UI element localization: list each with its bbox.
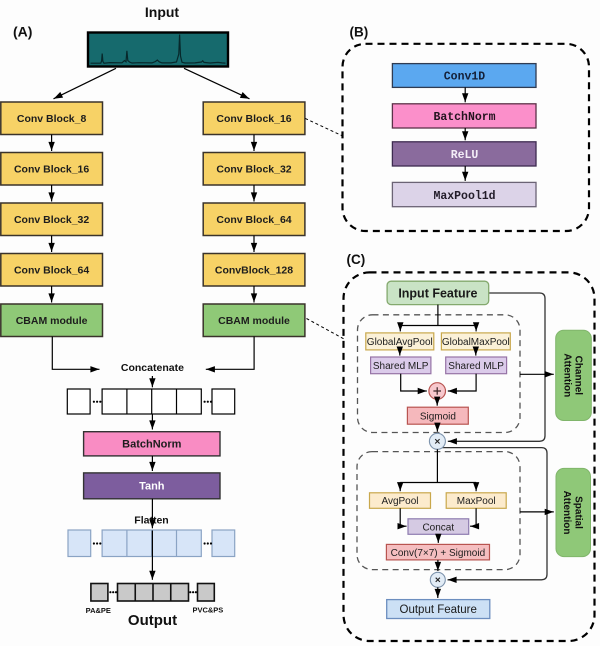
- svg-text:CBAM module: CBAM module: [218, 315, 290, 327]
- svg-text:Concat: Concat: [422, 522, 454, 533]
- svg-text:GlobalMaxPool: GlobalMaxPool: [442, 337, 510, 348]
- svg-text:Conv Block_32: Conv Block_32: [14, 214, 89, 226]
- svg-text:(B): (B): [350, 24, 369, 39]
- svg-text:(A): (A): [13, 24, 32, 40]
- svg-text:BatchNorm: BatchNorm: [433, 111, 495, 124]
- svg-text:PVC&PS: PVC&PS: [192, 606, 223, 615]
- svg-text:Output: Output: [128, 612, 177, 629]
- svg-text:Sigmoid: Sigmoid: [420, 412, 456, 423]
- svg-text:Conv Block_64: Conv Block_64: [216, 214, 291, 226]
- svg-text:ChannelAttention: ChannelAttention: [562, 353, 584, 397]
- svg-text:Conv Block_16: Conv Block_16: [216, 113, 291, 125]
- svg-text:ConvBlock_128: ConvBlock_128: [215, 265, 293, 277]
- svg-text:CBAM module: CBAM module: [16, 315, 88, 327]
- svg-text:MaxPool1d: MaxPool1d: [433, 190, 495, 203]
- svg-text:Input Feature: Input Feature: [398, 286, 477, 300]
- svg-text:Conv Block_64: Conv Block_64: [14, 265, 89, 277]
- svg-text:Flatten: Flatten: [134, 515, 168, 527]
- svg-text:Output Feature: Output Feature: [400, 604, 477, 616]
- svg-text:Shared MLP: Shared MLP: [448, 361, 504, 372]
- svg-text:Conv1D: Conv1D: [444, 71, 486, 84]
- svg-text:BatchNorm: BatchNorm: [122, 439, 182, 451]
- svg-text:SpatialAttention: SpatialAttention: [561, 491, 583, 535]
- svg-text:Conv(7×7) + Sigmoid: Conv(7×7) + Sigmoid: [391, 548, 486, 559]
- svg-text:Input: Input: [145, 4, 180, 20]
- svg-text:Conv Block_16: Conv Block_16: [14, 164, 89, 176]
- svg-text:(C): (C): [347, 252, 366, 267]
- svg-text:Conv Block_32: Conv Block_32: [216, 164, 291, 176]
- svg-text:AvgPool: AvgPool: [381, 496, 418, 507]
- svg-text:PA&PE: PA&PE: [86, 606, 111, 615]
- svg-text:GlobalAvgPool: GlobalAvgPool: [367, 337, 433, 348]
- svg-text:Shared MLP: Shared MLP: [373, 361, 429, 372]
- svg-text:Tanh: Tanh: [139, 481, 165, 493]
- svg-text:MaxPool: MaxPool: [457, 496, 496, 507]
- svg-text:ReLU: ReLU: [451, 149, 479, 162]
- svg-text:Conv Block_8: Conv Block_8: [17, 113, 87, 125]
- svg-text:Concatenate: Concatenate: [121, 362, 184, 374]
